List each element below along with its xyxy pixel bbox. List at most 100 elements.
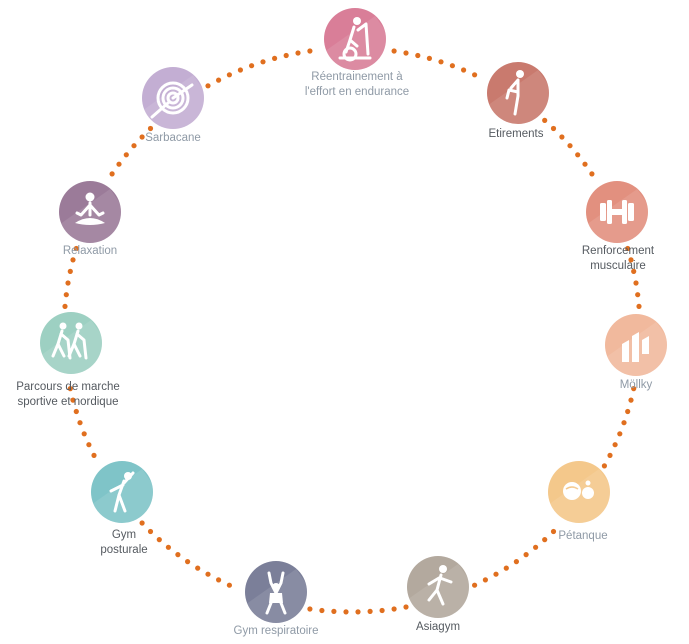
ring-dot — [62, 303, 68, 309]
ring-dot — [65, 280, 71, 286]
activity-gym-posturale[interactable] — [91, 461, 153, 523]
ring-dot — [582, 161, 588, 167]
activity-label: Sarbacane — [93, 131, 253, 146]
ring-dot — [205, 83, 211, 89]
ring-dot — [226, 72, 232, 78]
ring-dot — [575, 152, 581, 158]
activity-etirements[interactable] — [487, 62, 549, 124]
activity-asiagym[interactable] — [407, 556, 469, 618]
activity-reentrainement[interactable] — [324, 8, 386, 70]
ring-dot — [550, 528, 557, 535]
activity-label-line: Sarbacane — [145, 132, 201, 144]
ring-dot — [70, 397, 76, 403]
activity-sarbacane[interactable] — [142, 67, 204, 129]
ring-dot — [216, 77, 222, 83]
ring-dot — [415, 52, 421, 59]
activity-gym-respiratoire[interactable] — [245, 561, 307, 623]
activity-label-line: Asiagym — [415, 621, 461, 633]
ring-dot — [403, 50, 409, 56]
activity-relaxation[interactable] — [59, 181, 121, 243]
activity-petanque[interactable] — [548, 461, 610, 523]
ring-dot — [567, 143, 573, 149]
ring-dot — [636, 303, 642, 309]
ring-dot — [77, 420, 83, 426]
activity-label-line: Gym respiratoire — [233, 625, 319, 637]
activity-label-line: musculaire — [590, 260, 646, 272]
activity-label: Gym posturale — [44, 528, 204, 558]
activity-label-line: Renforcement — [581, 245, 655, 257]
ring-dot — [67, 268, 73, 274]
ring-dot — [533, 544, 539, 550]
ring-dot — [226, 582, 232, 588]
activity-label: Asiagym — [358, 620, 518, 635]
activity-label: Réentrainement à l'effort en endurance — [277, 70, 437, 100]
ring-dot — [625, 408, 631, 415]
activity-label-line: Réentrainement à — [311, 71, 403, 83]
ring-dot — [205, 571, 211, 577]
ring-dot — [391, 606, 397, 612]
ring-dot — [617, 431, 623, 437]
activity-marche[interactable] — [40, 312, 102, 374]
ring-dot — [461, 67, 467, 73]
activity-label-line: l'effort en endurance — [304, 86, 410, 98]
ring-dot — [355, 609, 361, 615]
ring-dot — [589, 171, 595, 177]
ring-dot — [109, 171, 115, 177]
ring-dot — [216, 577, 222, 583]
ring-dot — [67, 386, 73, 392]
ring-dot — [631, 268, 637, 274]
ring-dot — [482, 577, 488, 583]
ring-dot — [195, 565, 201, 571]
ring-dot — [631, 386, 637, 392]
ring-dot — [139, 134, 145, 140]
ring-dot — [625, 245, 631, 252]
ring-dot — [621, 420, 627, 426]
activity-label-line: Gym — [111, 529, 137, 541]
activity-mollky[interactable] — [605, 314, 667, 376]
activity-label: Renforcement musculaire — [538, 244, 689, 274]
activity-label: Pétanque — [503, 529, 663, 544]
ring-dot — [307, 48, 313, 54]
ring-dot — [307, 606, 313, 612]
ring-dot — [550, 125, 557, 132]
ring-dot — [70, 257, 76, 263]
ring-dot — [503, 565, 509, 571]
ring-dot — [367, 608, 373, 615]
ring-dot — [331, 608, 337, 615]
ring-dot — [165, 544, 171, 550]
activity-label-line: posturale — [100, 544, 148, 556]
activity-renforcement[interactable] — [586, 181, 648, 243]
ring-dot — [633, 280, 639, 286]
ring-dot — [260, 59, 266, 65]
ring-dot — [283, 52, 289, 59]
ring-dot — [343, 609, 349, 615]
activity-label: Parcours de marche sportive et nordique — [0, 380, 148, 410]
ring-dot — [185, 559, 191, 565]
activity-label-line: Möllky — [619, 379, 653, 391]
activity-label-line: Pétanque — [558, 530, 608, 542]
ring-dot — [438, 59, 444, 65]
ring-dot — [607, 452, 613, 458]
activity-label-line: sportive et nordique — [17, 396, 119, 408]
ring-dot — [628, 397, 634, 403]
ring-dot — [86, 442, 92, 448]
ring-dot — [237, 67, 243, 73]
ring-dot — [272, 55, 278, 62]
ring-dot — [559, 134, 565, 140]
ring-dot — [123, 152, 129, 158]
ring-dot — [513, 559, 520, 565]
activity-label: Etirements — [436, 127, 596, 142]
ring-dot — [523, 552, 529, 558]
ring-dot — [73, 408, 79, 415]
ring-dot — [612, 442, 618, 448]
ring-dot — [73, 245, 79, 252]
ring-dot — [628, 257, 634, 263]
activity-label: Möllky — [556, 378, 689, 393]
activity-label-line: Parcours de marche — [16, 381, 120, 393]
ring-dot — [601, 463, 608, 469]
activity-label: Gym respiratoire — [196, 624, 356, 639]
ring-dot — [81, 431, 87, 437]
ring-dot — [249, 63, 255, 69]
ring-dot — [635, 292, 641, 298]
ring-dot — [147, 528, 154, 535]
